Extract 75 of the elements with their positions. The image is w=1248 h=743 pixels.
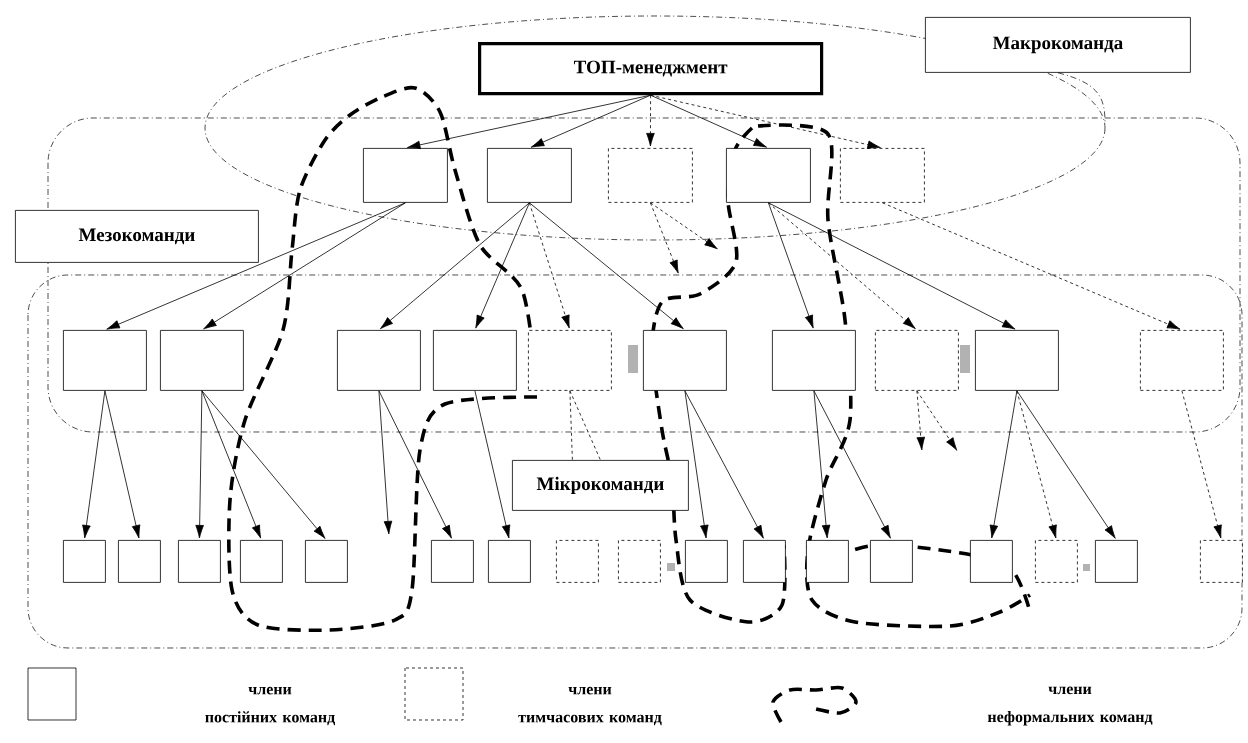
arrow xyxy=(407,94,651,150)
member-box xyxy=(63,540,106,583)
arrow xyxy=(201,390,326,539)
member-box xyxy=(431,540,474,583)
connector-line xyxy=(569,390,573,461)
top-management-box: ТОП-менеджмент xyxy=(478,42,824,96)
arrow xyxy=(768,202,1016,330)
arrow xyxy=(650,94,767,148)
member-box xyxy=(1140,330,1224,391)
legend-label: члени тимчасових команд xyxy=(518,686,662,726)
member-box xyxy=(618,540,661,583)
member-box xyxy=(178,540,221,583)
member-box xyxy=(363,148,448,203)
arrow xyxy=(195,390,204,539)
member-box xyxy=(875,330,959,391)
arrow xyxy=(1181,390,1222,539)
member-box xyxy=(487,148,572,203)
group-label: Макрокоманда xyxy=(925,17,1191,73)
group-label: Мікрокоманди xyxy=(512,460,689,511)
arrow xyxy=(768,202,916,330)
arrow xyxy=(530,94,651,148)
member-box xyxy=(337,330,421,391)
member-box xyxy=(1200,540,1243,583)
member-box xyxy=(305,540,348,583)
member-box xyxy=(970,540,1013,583)
arrow xyxy=(813,390,891,539)
arrow xyxy=(106,202,406,330)
member-box xyxy=(528,330,612,391)
member-box xyxy=(240,540,283,583)
arrow xyxy=(650,202,718,250)
member-box xyxy=(1095,540,1138,583)
arrow xyxy=(684,390,709,539)
arrow xyxy=(768,202,814,329)
arrow xyxy=(201,390,262,539)
member-box xyxy=(840,148,925,203)
arrow xyxy=(529,202,570,329)
member-box xyxy=(806,540,849,583)
member-box xyxy=(160,330,244,391)
arrow xyxy=(474,390,511,539)
arrow xyxy=(916,390,958,451)
arrow xyxy=(650,94,881,149)
member-box xyxy=(975,330,1059,391)
arrow xyxy=(203,202,406,330)
arrow xyxy=(989,390,1018,539)
member-box xyxy=(1035,540,1078,583)
member-box xyxy=(433,330,517,391)
member-box xyxy=(685,540,728,583)
member-box xyxy=(556,540,599,583)
member-box xyxy=(608,148,693,203)
arrow xyxy=(1016,390,1057,539)
member-box xyxy=(63,330,147,391)
arrow xyxy=(684,390,764,539)
member-box xyxy=(643,330,727,391)
arrow xyxy=(82,390,106,539)
arrow xyxy=(378,390,393,535)
legend-label: члени постійних команд xyxy=(205,686,336,726)
arrow xyxy=(650,202,679,274)
arrow xyxy=(1016,390,1116,539)
arrow xyxy=(646,94,655,147)
arrow xyxy=(882,202,1181,330)
arrow xyxy=(916,390,926,451)
arrow xyxy=(813,390,831,539)
legend-label: члени неформальних команд xyxy=(987,686,1153,726)
member-box xyxy=(488,540,531,583)
member-box xyxy=(772,330,856,391)
member-box xyxy=(118,540,161,583)
arrow xyxy=(380,202,530,330)
arrow xyxy=(529,202,684,330)
group-label: Мезокоманди xyxy=(15,210,259,263)
member-box xyxy=(870,540,913,583)
member-box xyxy=(743,540,786,583)
arrow xyxy=(378,390,452,539)
arrow xyxy=(104,390,141,539)
arrow xyxy=(475,202,530,329)
member-box xyxy=(726,148,811,203)
